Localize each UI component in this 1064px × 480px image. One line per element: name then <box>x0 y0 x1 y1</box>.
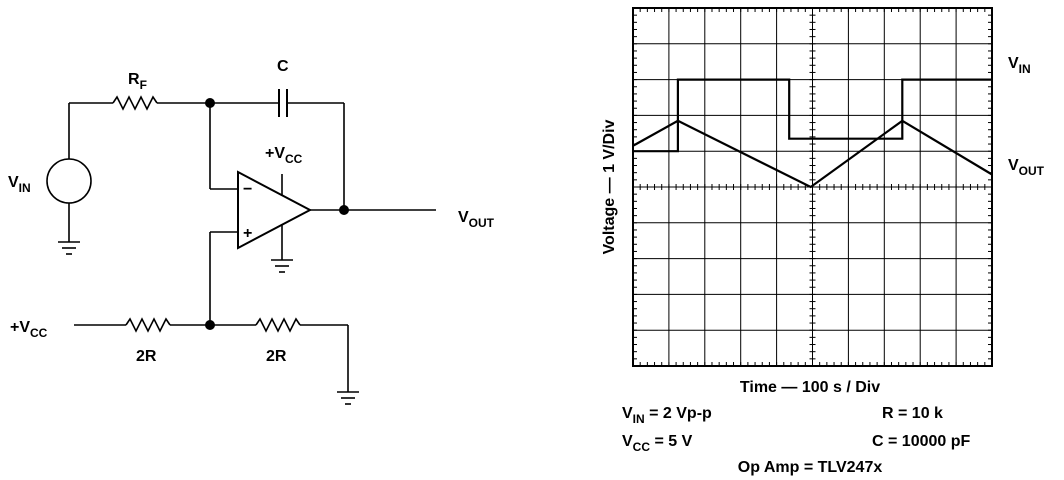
trace-vout <box>632 119 993 189</box>
opamp-plus-label: + <box>243 225 252 242</box>
vout-label: VOUT <box>458 209 495 230</box>
resistor-2r-left-icon <box>125 317 171 333</box>
vin-trace-label: VIN <box>1008 55 1031 76</box>
condition-opamp: Op Amp = TLV247x <box>738 459 883 476</box>
y-axis-label: Voltage — 1 V/Div <box>601 119 618 254</box>
resistor-rf-icon <box>112 95 158 111</box>
ground-icon-source <box>58 241 80 255</box>
scope-traces <box>632 78 993 189</box>
condition-c: C = 10000 pF <box>872 433 971 450</box>
junction-dot-divider <box>205 320 215 330</box>
vcc-input-label: +VCC <box>10 319 48 340</box>
c-label: C <box>277 58 289 75</box>
vcc-opamp-label: +VCC <box>265 145 303 166</box>
scope-plot <box>632 7 993 367</box>
schematic <box>46 89 436 405</box>
junction-dot-output <box>339 205 349 215</box>
rf-label: RF <box>128 71 147 92</box>
condition-vin: VIN = 2 Vp-p <box>622 405 712 426</box>
opamp-minus-label: − <box>243 181 252 198</box>
trace-vin <box>633 78 992 153</box>
x-axis-label: Time — 100 s / Div <box>740 379 880 396</box>
r-right-label: 2R <box>266 348 287 365</box>
r-left-label: 2R <box>136 348 157 365</box>
junction-dot-rf-cap <box>205 98 215 108</box>
ground-icon-divider <box>337 391 359 405</box>
vin-label: VIN <box>8 174 31 195</box>
vin-source-icon <box>46 158 92 204</box>
condition-r: R = 10 k <box>882 405 943 422</box>
vout-trace-label: VOUT <box>1008 157 1045 178</box>
junctions <box>205 98 349 330</box>
condition-vcc: VCC = 5 V <box>622 433 693 454</box>
scope-frame <box>632 7 993 367</box>
opamp-icon <box>237 170 313 250</box>
resistor-2r-right-icon <box>255 317 301 333</box>
ground-icon-opamp <box>271 259 293 273</box>
